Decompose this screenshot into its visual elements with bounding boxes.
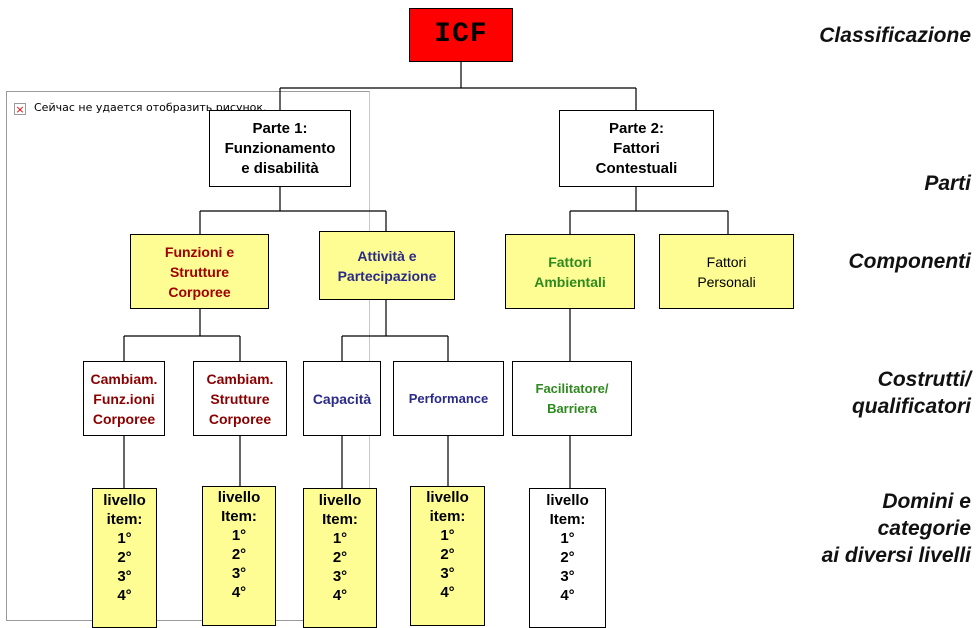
level-node-4: livello item: 1° 2° 3° 4° <box>410 486 485 626</box>
level-label-2: livello Item: 1° 2° 3° 4° <box>217 489 261 601</box>
part-2-node: Parte 2: Fattori Contestuali <box>559 110 714 187</box>
placeholder-message: Сейчас не удается отобразить рисунок. <box>34 101 267 114</box>
level-label-4: livello item: 1° 2° 3° 4° <box>426 489 469 601</box>
component-environment-label: Fattori Ambientali <box>534 253 606 290</box>
side-label-parts: Parti <box>924 172 971 195</box>
construct-facilitator-node: Facilitatore/ Barriera <box>512 361 632 436</box>
root-label: ICF <box>434 19 488 50</box>
construct-capacity-node: Capacità <box>303 361 381 436</box>
side-label-constructs: Costrutti/ qualificatori <box>851 368 971 418</box>
level-label-3: livello Item: 1° 2° 3° 4° <box>318 492 362 604</box>
component-body-node: Funzioni e Strutture Corporee <box>130 234 269 309</box>
component-environment-node: Fattori Ambientali <box>505 234 635 309</box>
level-node-5: livello Item: 1° 2° 3° 4° <box>529 488 606 628</box>
level-node-2: livello Item: 1° 2° 3° 4° <box>202 486 276 626</box>
construct-facilitator-label: Facilitatore/ Barriera <box>535 380 609 416</box>
level-node-1: livello item: 1° 2° 3° 4° <box>92 488 157 628</box>
root-node: ICF <box>409 8 513 62</box>
component-personal-node: Fattori Personali <box>659 234 794 309</box>
side-label-domains: Domini e categorie ai diversi livelli <box>821 490 971 567</box>
side-label-classification: Classificazione <box>819 24 971 47</box>
component-personal-label: Fattori Personali <box>697 253 756 290</box>
part-1-node: Parte 1: Funzionamento e disabilità <box>209 110 351 187</box>
side-label-components: Componenti <box>848 250 971 273</box>
construct-functions-label: Cambiam. Funz.ioni Corporee <box>90 370 158 427</box>
construct-performance-label: Performance <box>408 390 489 406</box>
construct-functions-node: Cambiam. Funz.ioni Corporee <box>83 361 165 436</box>
construct-capacity-label: Capacità <box>312 390 372 407</box>
level-label-1: livello item: 1° 2° 3° 4° <box>103 492 146 604</box>
broken-image-icon: × <box>14 103 26 116</box>
component-activity-label: Attività e Partecipazione <box>337 247 437 284</box>
part-1-label: Parte 1: Funzionamento e disabilità <box>224 119 336 177</box>
component-activity-node: Attività e Partecipazione <box>319 231 455 300</box>
level-label-5: livello Item: 1° 2° 3° 4° <box>546 492 589 604</box>
level-node-3: livello Item: 1° 2° 3° 4° <box>303 488 377 628</box>
connector-lines <box>123 62 729 488</box>
component-body-label: Funzioni e Strutture Corporee <box>164 243 235 300</box>
construct-performance-node: Performance <box>393 361 504 436</box>
part-2-label: Parte 2: Fattori Contestuali <box>595 119 678 177</box>
construct-structures-label: Cambiam. Strutture Corporee <box>206 370 274 427</box>
construct-structures-node: Cambiam. Strutture Corporee <box>193 361 287 436</box>
